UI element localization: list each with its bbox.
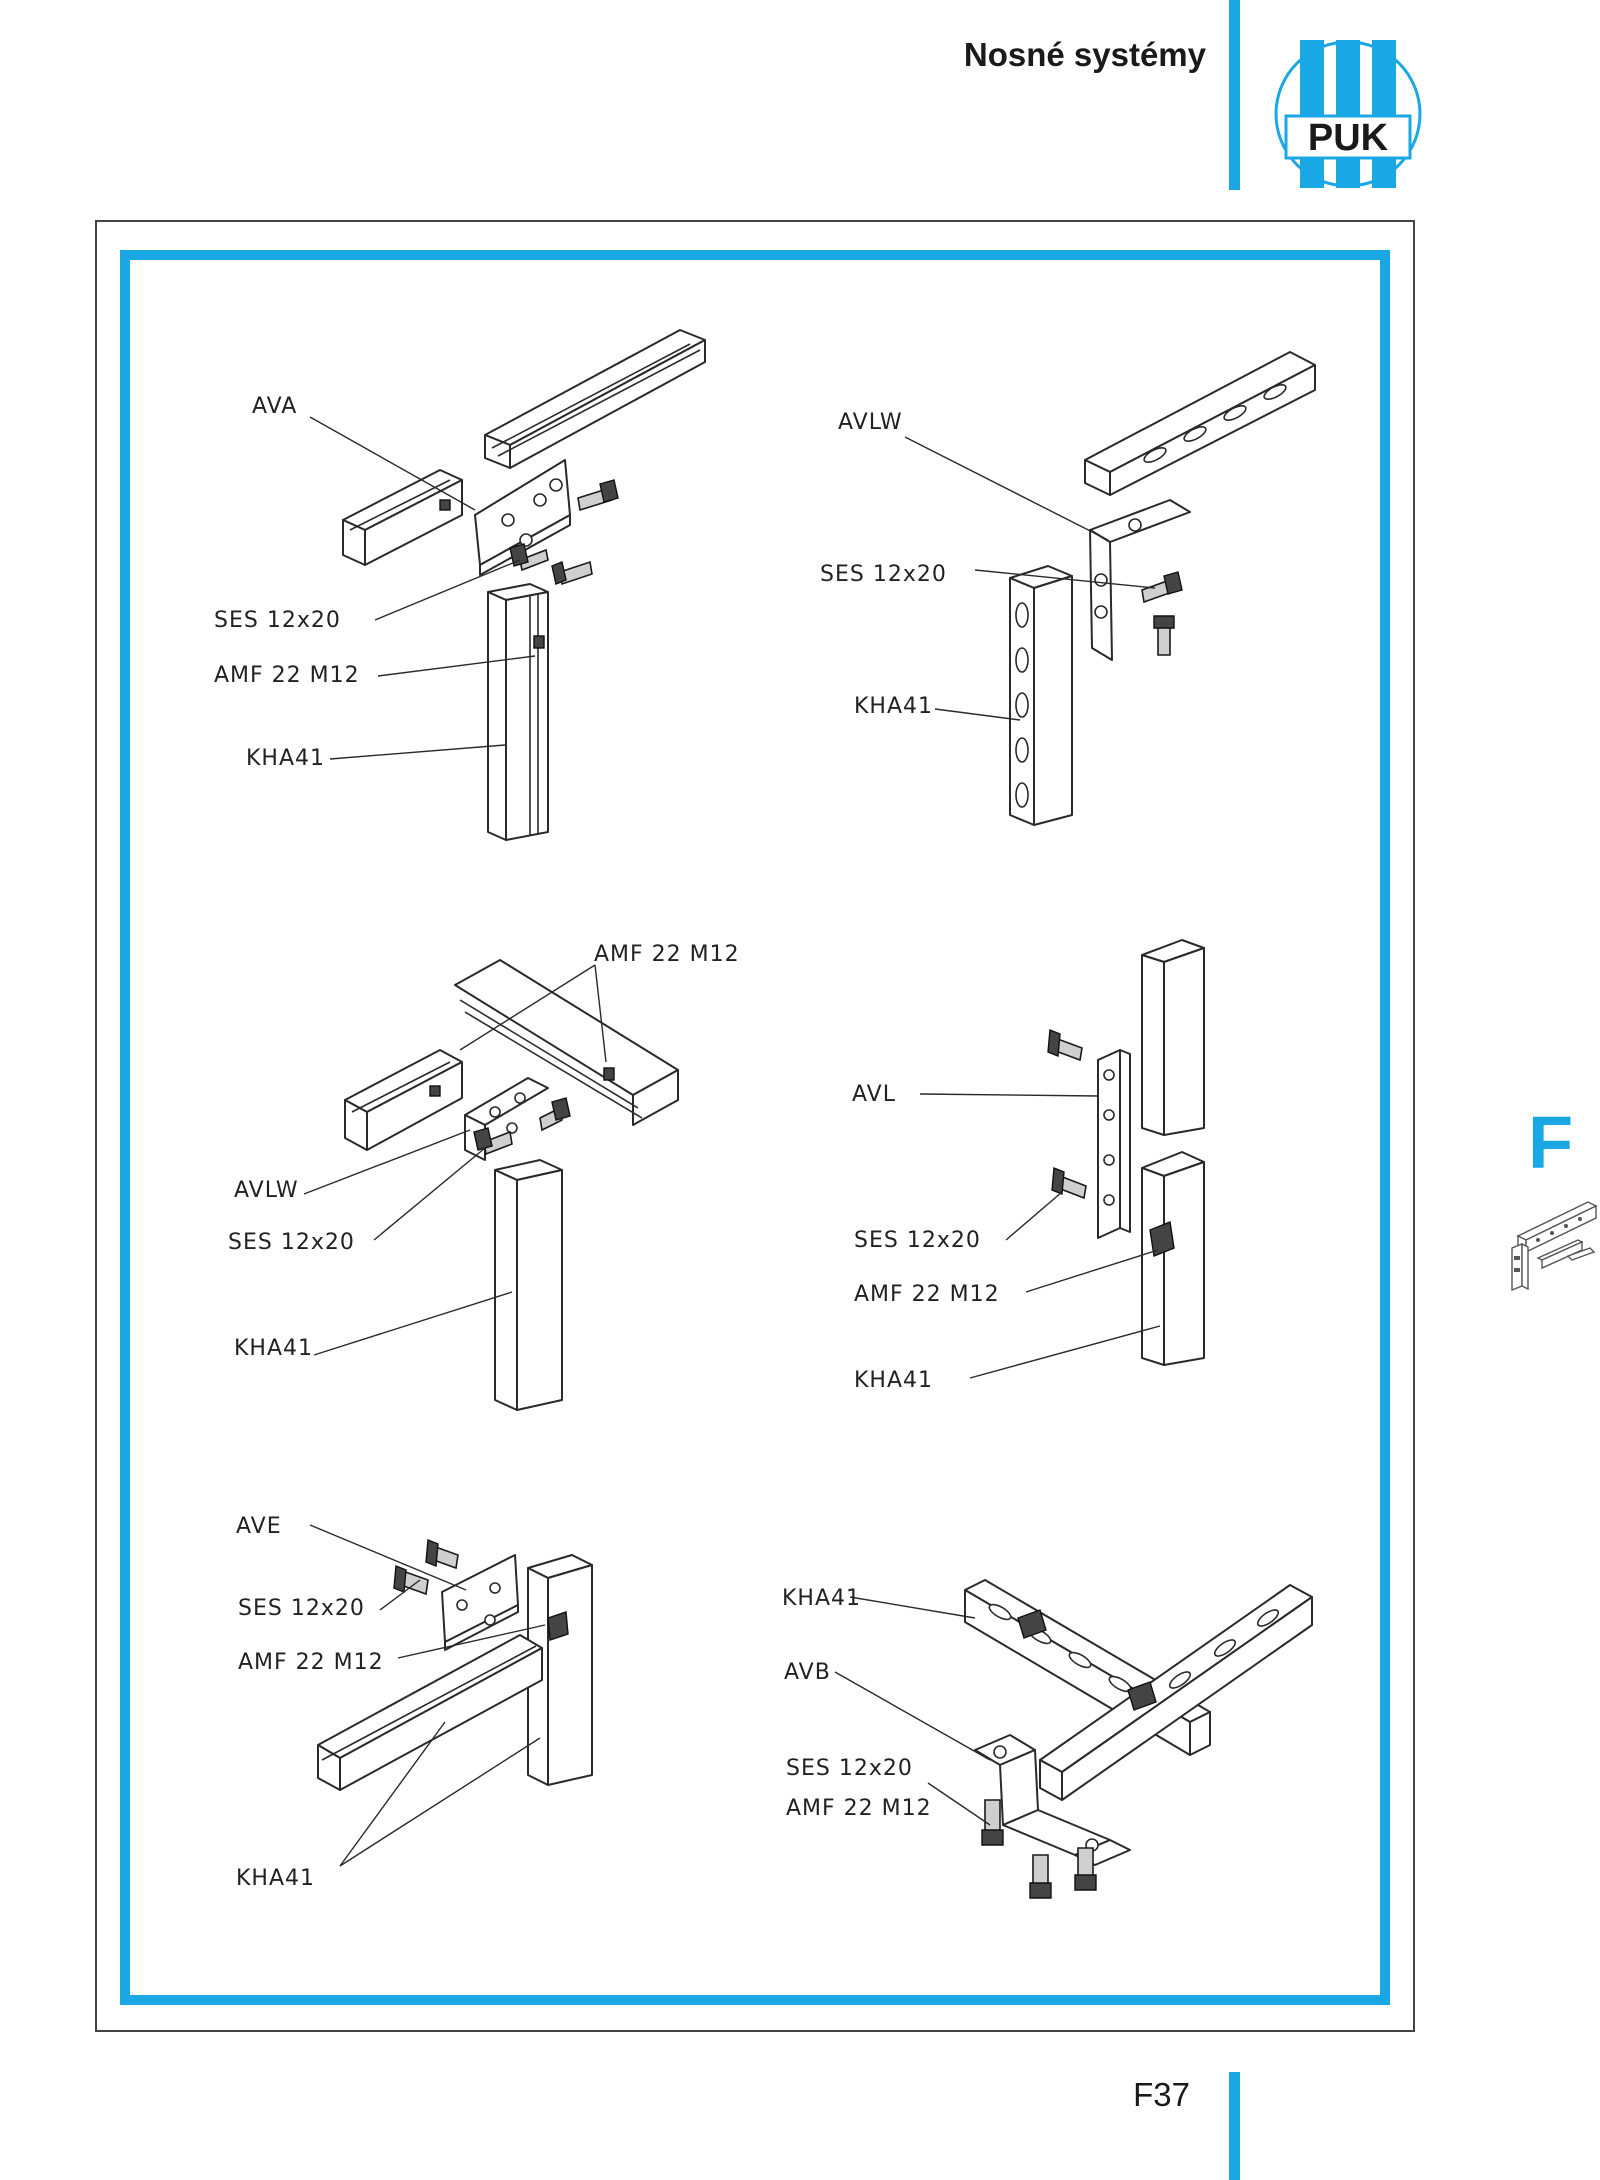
outer-frame <box>95 220 1415 2032</box>
figure-ava-leaders <box>309 416 536 760</box>
label-kha41: KHA41 <box>854 694 934 719</box>
figure-ave-assembly <box>317 1539 593 1791</box>
inner-frame-blue <box>120 250 1390 2005</box>
label-amf-22-m12: AMF 22 M12 <box>214 663 360 688</box>
label-ses-12x20: SES 12x20 <box>228 1230 355 1255</box>
label-avl: AVL <box>852 1082 896 1107</box>
page-title: Nosné systémy <box>963 36 1206 73</box>
figure-avb-assembly <box>964 1579 1313 1899</box>
label-amf-22-m12: AMF 22 M12 <box>238 1650 384 1675</box>
figure-avlw-assembly <box>1009 351 1316 826</box>
label-kha41: KHA41 <box>782 1586 862 1611</box>
figure-avb-leaders <box>834 1596 991 1826</box>
label-ses-12x20: SES 12x20 <box>238 1596 365 1621</box>
label-avb: AVB <box>784 1660 831 1685</box>
section-thumbnail-icon <box>1511 1201 1598 1292</box>
figure-avl-leaders <box>919 1093 1161 1379</box>
label-ses-12x20: SES 12x20 <box>786 1756 913 1781</box>
label-ava: AVA <box>252 394 298 419</box>
puk-logo: PUK <box>1274 40 1422 188</box>
label-kha41: KHA41 <box>234 1336 314 1361</box>
figure-avl-assembly <box>1047 939 1205 1366</box>
label-ses-12x20: SES 12x20 <box>820 562 947 587</box>
figure-avlw-corner-assembly <box>344 959 679 1411</box>
label-kha41: KHA41 <box>854 1368 934 1393</box>
label-ses-12x20: SES 12x20 <box>214 608 341 633</box>
label-avlw: AVLW <box>838 410 903 435</box>
figure-avlw-leaders <box>904 436 1156 721</box>
logo-text: PUK <box>1308 117 1389 159</box>
footer-accent-bar <box>1229 2072 1240 2180</box>
page-number: F37 <box>1133 2076 1190 2113</box>
header-accent-bar <box>1229 0 1240 190</box>
label-kha41: KHA41 <box>236 1866 316 1891</box>
label-avlw: AVLW <box>234 1178 299 1203</box>
label-amf-22-m12: AMF 22 M12 <box>786 1796 932 1821</box>
figure-avlw-corner-leaders <box>303 964 607 1356</box>
label-ave: AVE <box>236 1514 282 1539</box>
figure-ava-assembly <box>342 329 706 841</box>
label-kha41: KHA41 <box>246 746 326 771</box>
figure-ave-leaders <box>309 1524 546 1867</box>
label-amf-22-m12: AMF 22 M12 <box>854 1282 1000 1307</box>
label-ses-12x20: SES 12x20 <box>854 1228 981 1253</box>
section-letter: F <box>1528 1101 1574 1184</box>
label-amf-22-m12: AMF 22 M12 <box>594 942 740 967</box>
